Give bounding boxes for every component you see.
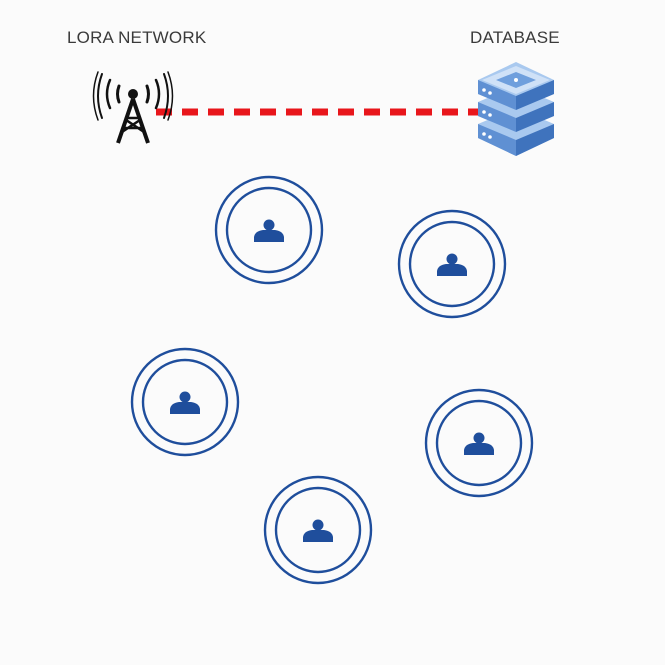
user-icon — [303, 519, 333, 542]
user-icon — [170, 391, 200, 414]
node-inner-ring — [435, 399, 523, 487]
node-inner-ring — [408, 220, 496, 308]
user-icon — [464, 432, 494, 455]
node-outer-ring — [263, 475, 373, 585]
node-inner-ring — [141, 358, 229, 446]
user-node — [424, 388, 534, 498]
database-server-icon — [478, 62, 554, 156]
lora-network-label: LORA NETWORK — [67, 28, 207, 47]
radio-tower-icon — [92, 71, 174, 144]
user-node — [397, 209, 507, 319]
nodes-layer — [130, 175, 534, 585]
node-outer-ring — [130, 347, 240, 457]
user-icon — [437, 253, 467, 276]
user-node — [214, 175, 324, 285]
user-node — [263, 475, 373, 585]
node-inner-ring — [274, 486, 362, 574]
node-outer-ring — [214, 175, 324, 285]
node-inner-ring — [225, 186, 313, 274]
node-outer-ring — [397, 209, 507, 319]
user-node — [130, 347, 240, 457]
node-outer-ring — [424, 388, 534, 498]
user-icon — [254, 219, 284, 242]
database-label: DATABASE — [470, 28, 560, 47]
